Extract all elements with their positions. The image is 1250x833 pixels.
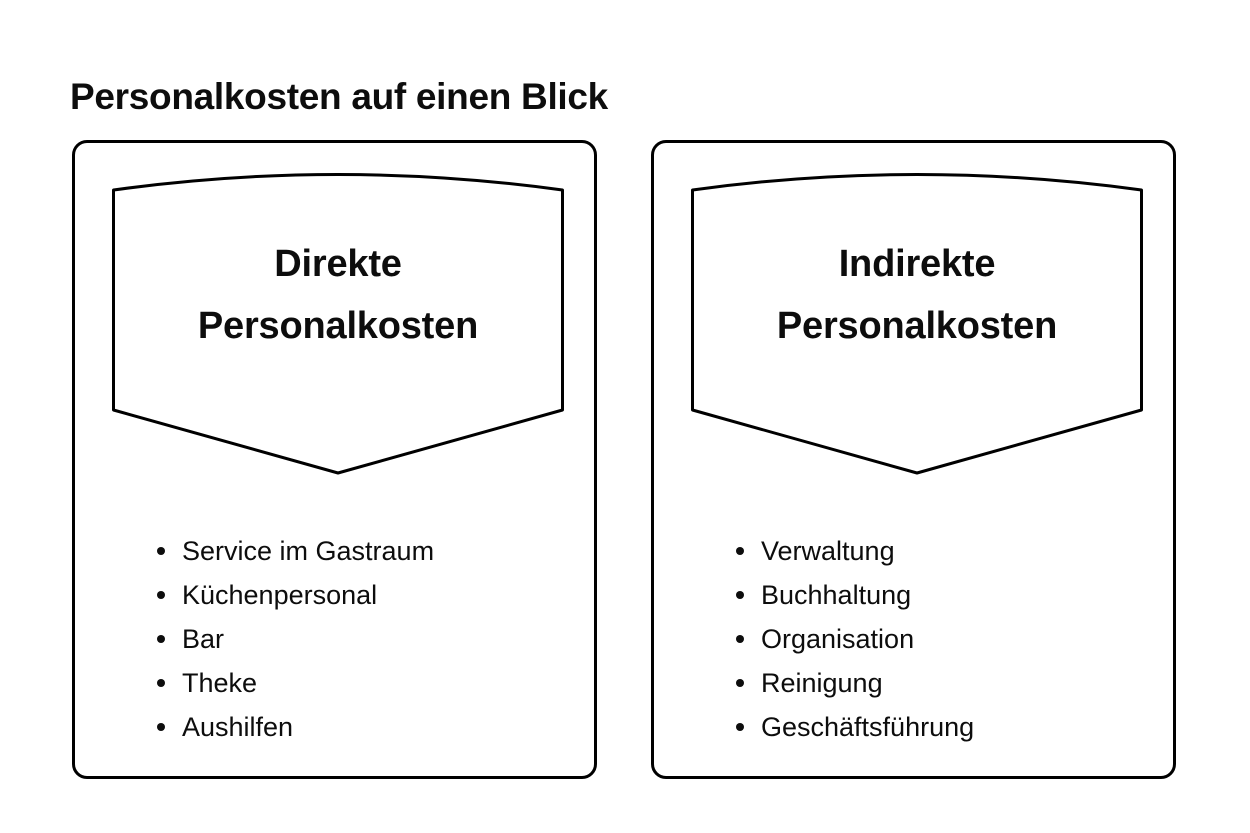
shield-heading-line2: Personalkosten [776,305,1058,347]
list-item: Organisation [734,617,1164,661]
bullet-dot-icon [157,591,165,599]
bullet-dot-icon [157,723,165,731]
bullet-dot-icon [157,679,165,687]
list-item: Geschäftsführung [734,705,1164,749]
bullet-dot-icon [736,679,744,687]
bullet-dot-icon [736,723,744,731]
bullet-dot-icon [736,547,744,555]
list-item-label: Reinigung [761,668,883,698]
shield-heading-line2: Personalkosten [197,305,479,347]
list-item: Buchhaltung [734,573,1164,617]
list-item: Service im Gastraum [155,529,585,573]
list-item: Theke [155,661,585,705]
card-indirect-personnel-costs: Indirekte Personalkosten Verwaltung Buch… [651,140,1176,779]
list-item: Aushilfen [155,705,585,749]
card-direct-personnel-costs: Direkte Personalkosten Service im Gastra… [72,140,597,779]
list-item: Reinigung [734,661,1164,705]
list-item-label: Organisation [761,624,915,654]
shield-heading-line1: Direkte [274,243,402,285]
list-item-label: Aushilfen [182,712,294,742]
shield-shape-icon [112,173,564,475]
shield-heading-indirect: Indirekte Personalkosten [691,172,1143,357]
bullet-dot-icon [736,591,744,599]
list-item-label: Theke [182,668,258,698]
shield-shape-icon [691,173,1143,475]
page-title: Personalkosten auf einen Blick [70,75,608,117]
list-item: Bar [155,617,585,661]
list-item-label: Küchenpersonal [182,580,378,610]
bullet-dot-icon [736,635,744,643]
shield-banner-direct: Direkte Personalkosten [112,172,564,482]
list-item: Küchenpersonal [155,573,585,617]
shield-heading-line1: Indirekte [838,243,996,285]
list-item-label: Service im Gastraum [182,536,435,566]
shield-banner-indirect: Indirekte Personalkosten [691,172,1143,482]
list-item-label: Verwaltung [761,536,895,566]
list-direct-personnel-costs: Service im Gastraum Küchenpersonal Bar T… [155,529,585,749]
bullet-dot-icon [157,635,165,643]
list-item-label: Bar [182,624,225,654]
list-item-label: Buchhaltung [761,580,912,610]
shield-heading-direct: Direkte Personalkosten [112,172,564,357]
list-indirect-personnel-costs: Verwaltung Buchhaltung Organisation Rein… [734,529,1164,749]
list-item: Verwaltung [734,529,1164,573]
bullet-dot-icon [157,547,165,555]
list-item-label: Geschäftsführung [761,712,975,742]
